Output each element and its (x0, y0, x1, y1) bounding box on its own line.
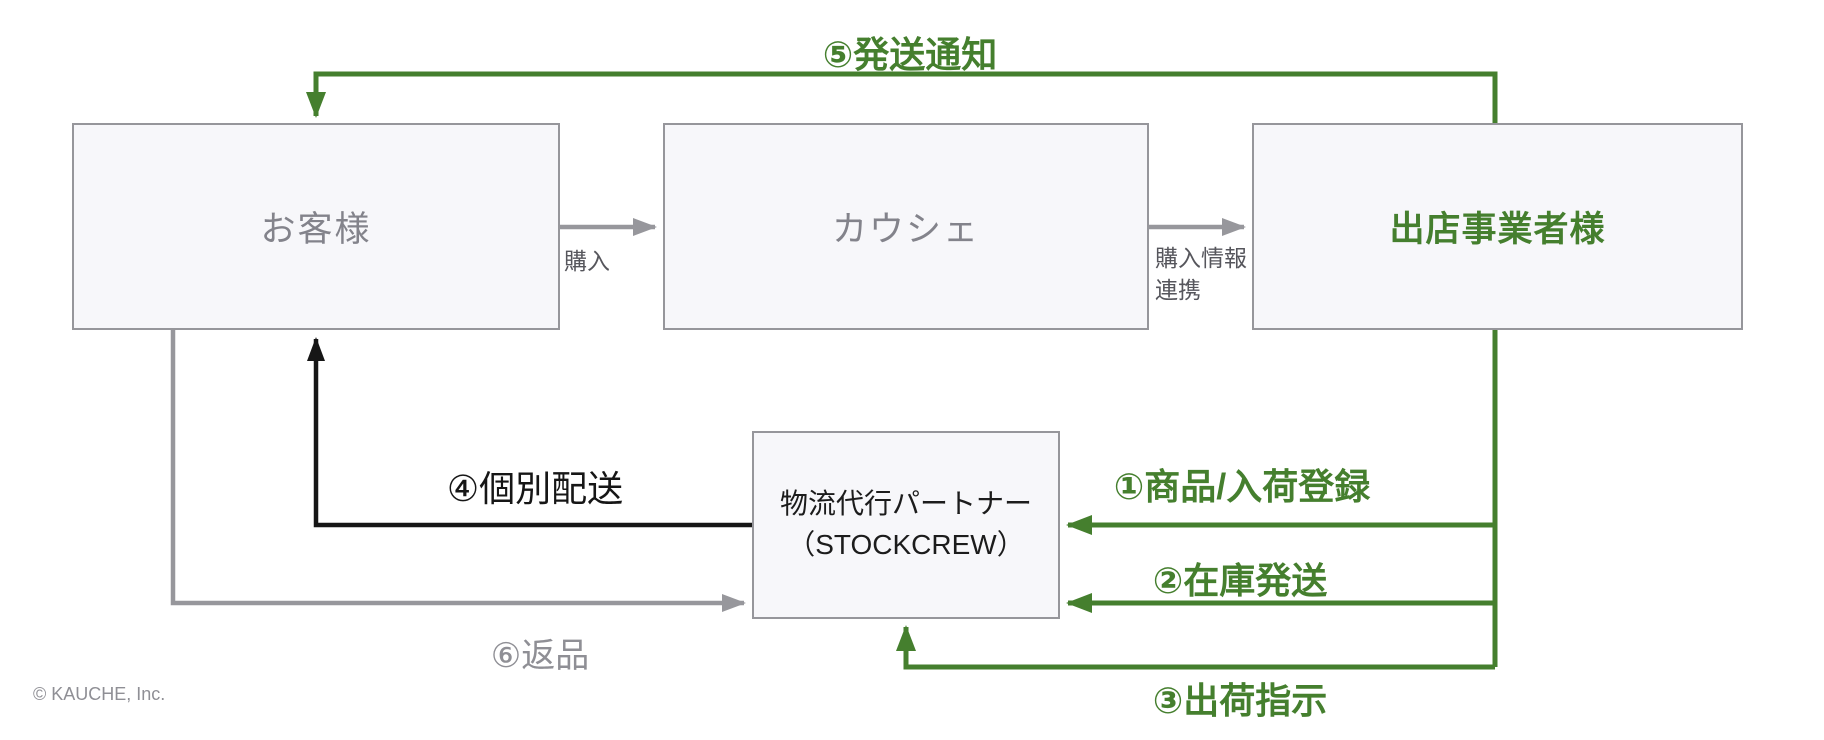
edge-label-purchase-info-line1: 購入情報 (1155, 245, 1247, 271)
edge-label-purchase-info: 購入情報 連携 (1155, 242, 1275, 306)
node-logistics-label-line1: 物流代行パートナー (779, 488, 1032, 520)
node-logistics: 物流代行パートナー （STOCKCREW） (752, 431, 1060, 619)
node-merchant-label: 出店事業者様 (1389, 210, 1606, 249)
node-customer-label: お客様 (260, 210, 372, 249)
edge-step3-shipping-instruction (896, 625, 1495, 670)
edge-label-step3: ③出荷指示 (1152, 680, 1328, 721)
edge-label-step6: ⑥返品 (490, 637, 590, 675)
node-merchant: 出店事業者様 (1252, 123, 1743, 330)
node-logistics-label-line2: （STOCKCREW） (787, 529, 1025, 560)
node-kauche-label: カウシェ (831, 210, 980, 249)
edge-label-step2: ②在庫発送 (1152, 560, 1328, 601)
edge-label-purchase-info-line2: 連携 (1155, 277, 1201, 304)
edge-label-step1: ①商品/入荷登録 (1113, 466, 1371, 507)
edge-step4-individual-delivery (307, 337, 752, 528)
node-logistics-label: 物流代行パートナー （STOCKCREW） (780, 484, 1032, 565)
copyright-text: © KAUCHE, Inc. (33, 684, 166, 704)
edge-step5-shipping-notice (306, 71, 1498, 123)
edge-label-step5: ⑤発送通知 (822, 34, 998, 75)
edge-label-purchase: 購入 (564, 248, 610, 274)
edge-step6-returns (170, 330, 746, 612)
node-customer: お客様 (72, 123, 560, 330)
node-kauche: カウシェ (663, 123, 1149, 330)
edge-label-step4: ④個別配送 (446, 468, 624, 509)
